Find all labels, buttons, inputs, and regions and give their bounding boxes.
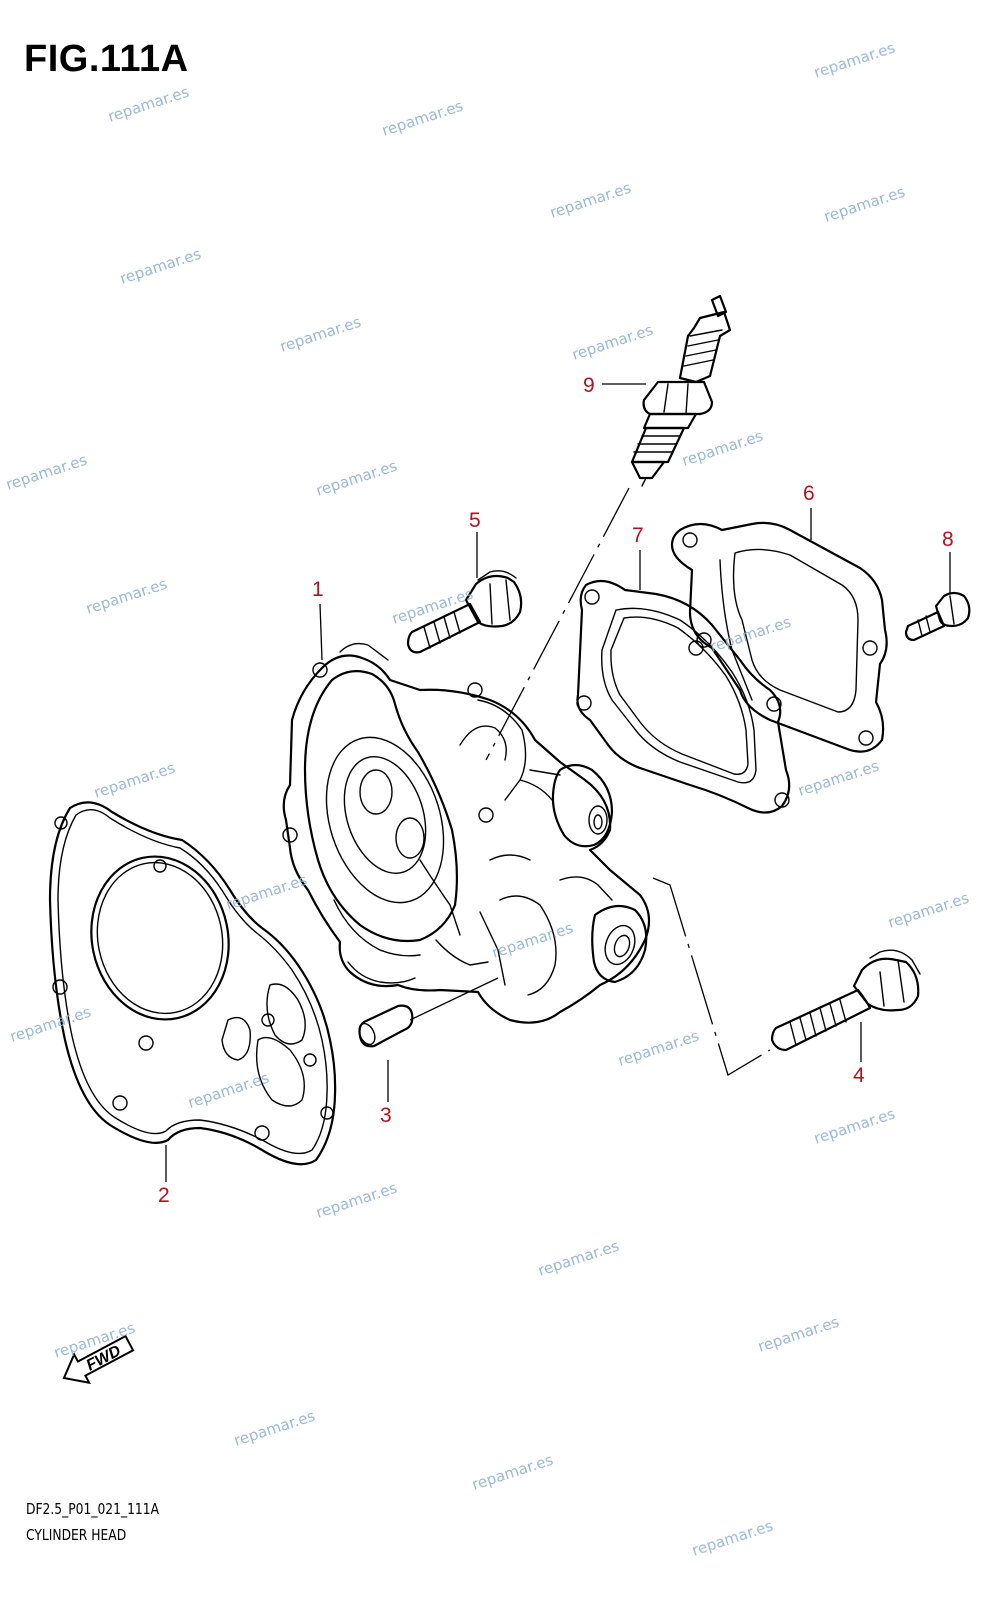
watermark-text: repamar.es <box>536 1237 622 1280</box>
part-4-long-bolt <box>770 949 921 1052</box>
callout-2: 2 <box>158 1184 170 1207</box>
part-1-cylinder-head <box>282 642 651 1024</box>
watermark-text: repamar.es <box>708 613 794 656</box>
part-9-spark-plug <box>630 294 732 487</box>
watermark-text: repamar.es <box>822 183 908 226</box>
watermark-text: repamar.es <box>380 97 466 140</box>
watermark-text: repamar.es <box>548 179 634 222</box>
watermark-text: repamar.es <box>118 245 204 288</box>
callout-3: 3 <box>380 1104 392 1127</box>
callout-4: 4 <box>853 1064 865 1087</box>
part-5-bolt <box>406 570 523 654</box>
watermark-text: repamar.es <box>278 313 364 356</box>
part-3-dowel-pin <box>358 1004 414 1048</box>
watermark-text: repamar.es <box>84 575 170 618</box>
watermark-text: repamar.es <box>616 1027 702 1070</box>
watermark-text: repamar.es <box>690 1517 776 1560</box>
watermark-text: repamar.es <box>232 1407 318 1450</box>
watermark-text: repamar.es <box>4 451 90 494</box>
watermark-text: repamar.es <box>186 1069 272 1112</box>
watermark-text: repamar.es <box>886 889 972 932</box>
dowel-locator-line <box>409 977 499 1021</box>
part-2-gasket-outline <box>48 801 337 1166</box>
callout-6: 6 <box>803 482 815 505</box>
figure-name: CYLINDER HEAD <box>26 1526 127 1544</box>
watermark-text: repamar.es <box>224 871 310 914</box>
watermark-text: repamar.es <box>570 321 656 364</box>
callout-leaders <box>165 383 951 1182</box>
watermark-text: repamar.es <box>812 1105 898 1148</box>
callout-5: 5 <box>469 509 481 532</box>
part-7-cover-gasket <box>576 579 791 814</box>
watermark-text: repamar.es <box>314 457 400 500</box>
watermark-text: repamar.es <box>314 1179 400 1222</box>
watermark-text: repamar.es <box>106 83 192 126</box>
part-8-small-bolt <box>904 591 971 642</box>
watermark-text: repamar.es <box>680 427 766 470</box>
callout-1: 1 <box>312 578 324 601</box>
watermark-layer: repamar.es repamar.es repamar.es repamar… <box>4 39 972 1560</box>
callout-8: 8 <box>942 528 954 551</box>
watermark-text: repamar.es <box>490 919 576 962</box>
figure-code: DF2.5_P01_021_111A <box>26 1500 159 1518</box>
watermark-text: repamar.es <box>796 757 882 800</box>
watermark-text: repamar.es <box>756 1313 842 1356</box>
watermark-text: repamar.es <box>812 39 898 82</box>
watermark-text: repamar.es <box>92 759 178 802</box>
long-bolt-locator-line <box>652 877 771 1076</box>
figure-title: FIG.111A <box>24 38 189 80</box>
watermark-text: repamar.es <box>470 1451 556 1494</box>
callout-7: 7 <box>632 524 644 547</box>
watermark-text: repamar.es <box>8 1003 94 1046</box>
callout-9: 9 <box>583 374 595 397</box>
spark-plug-locator-line <box>485 487 630 761</box>
